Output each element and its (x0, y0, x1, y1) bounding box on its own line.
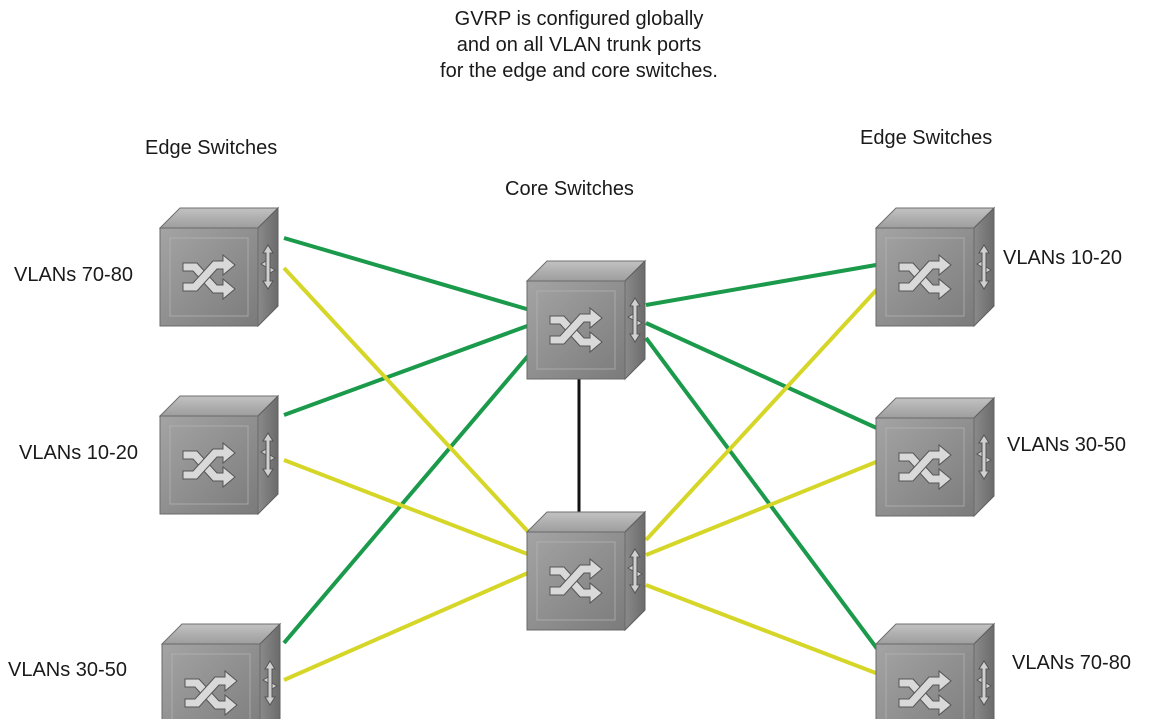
switch-front-inset (885, 427, 965, 507)
updown-arrows-icon (627, 297, 643, 343)
switch-right-mid (874, 396, 996, 518)
yellow-link-right-bot (645, 583, 882, 677)
edge-switches-left-heading: Edge Switches (145, 137, 278, 159)
green-link-left-mid (283, 323, 531, 417)
crossing-arrows-icon (549, 557, 603, 605)
switch-front-face (159, 415, 259, 515)
green-link-right-bot (644, 336, 883, 656)
crossing-arrows-icon (898, 443, 952, 491)
updown-arrows-icon (976, 434, 992, 480)
switch-front-inset (536, 290, 616, 370)
green-link-left-top (283, 236, 531, 312)
switch-label-right-mid: VLANs 30-50 (1007, 434, 1126, 456)
updown-arrows-icon (262, 660, 278, 706)
crossing-arrows-icon (182, 253, 236, 301)
note-line-1: GVRP is configured globally (454, 8, 704, 30)
updown-arrows-icon (976, 660, 992, 706)
yellow-link-right-mid (645, 458, 882, 557)
crossing-arrows-icon (549, 306, 603, 354)
updown-arrows-icon (976, 244, 992, 290)
switch-core-bot (525, 510, 647, 632)
crossing-arrows-icon (898, 253, 952, 301)
switch-front-inset (536, 541, 616, 621)
core-switches-heading: Core Switches (505, 178, 634, 200)
yellow-link-right-top (644, 283, 883, 542)
yellow-link-left-bot (283, 570, 531, 682)
green-link-right-mid (645, 321, 882, 432)
green-link-right-top (645, 263, 877, 307)
switch-front-inset (885, 653, 965, 719)
switch-core-top (525, 259, 647, 381)
updown-arrows-icon (627, 548, 643, 594)
switch-front-inset (169, 425, 249, 505)
switches (158, 206, 996, 719)
switch-front-inset (171, 653, 251, 719)
crossing-arrows-icon (182, 441, 236, 489)
yellow-link-left-mid (283, 458, 531, 557)
switch-label-right-top: VLANs 10-20 (1003, 247, 1122, 269)
note-line-2: and on all VLAN trunk ports (456, 34, 702, 56)
switch-label-left-bot: VLANs 30-50 (8, 659, 127, 681)
crossing-arrows-icon (898, 669, 952, 717)
switch-left-top (158, 206, 280, 328)
switch-left-bot (160, 622, 282, 719)
edge-switches-right-heading: Edge Switches (860, 127, 993, 149)
crossing-arrows-icon (184, 669, 238, 717)
switch-right-bot (874, 622, 996, 719)
note-line-3: for the edge and core switches. (440, 60, 718, 82)
links (282, 236, 883, 682)
yellow-link-left-top (282, 266, 535, 539)
configuration-note: GVRP is configured globally and on all V… (379, 6, 779, 84)
switch-front-inset (169, 237, 249, 317)
switch-right-top (874, 206, 996, 328)
switch-label-left-mid: VLANs 10-20 (19, 442, 138, 464)
green-link-left-bot (282, 348, 535, 645)
switch-label-left-top: VLANs 70-80 (14, 264, 133, 286)
switch-label-right-bot: VLANs 70-80 (1012, 652, 1131, 674)
updown-arrows-icon (260, 244, 276, 290)
switch-front-inset (885, 237, 965, 317)
updown-arrows-icon (260, 432, 276, 478)
switch-left-mid (158, 394, 280, 516)
